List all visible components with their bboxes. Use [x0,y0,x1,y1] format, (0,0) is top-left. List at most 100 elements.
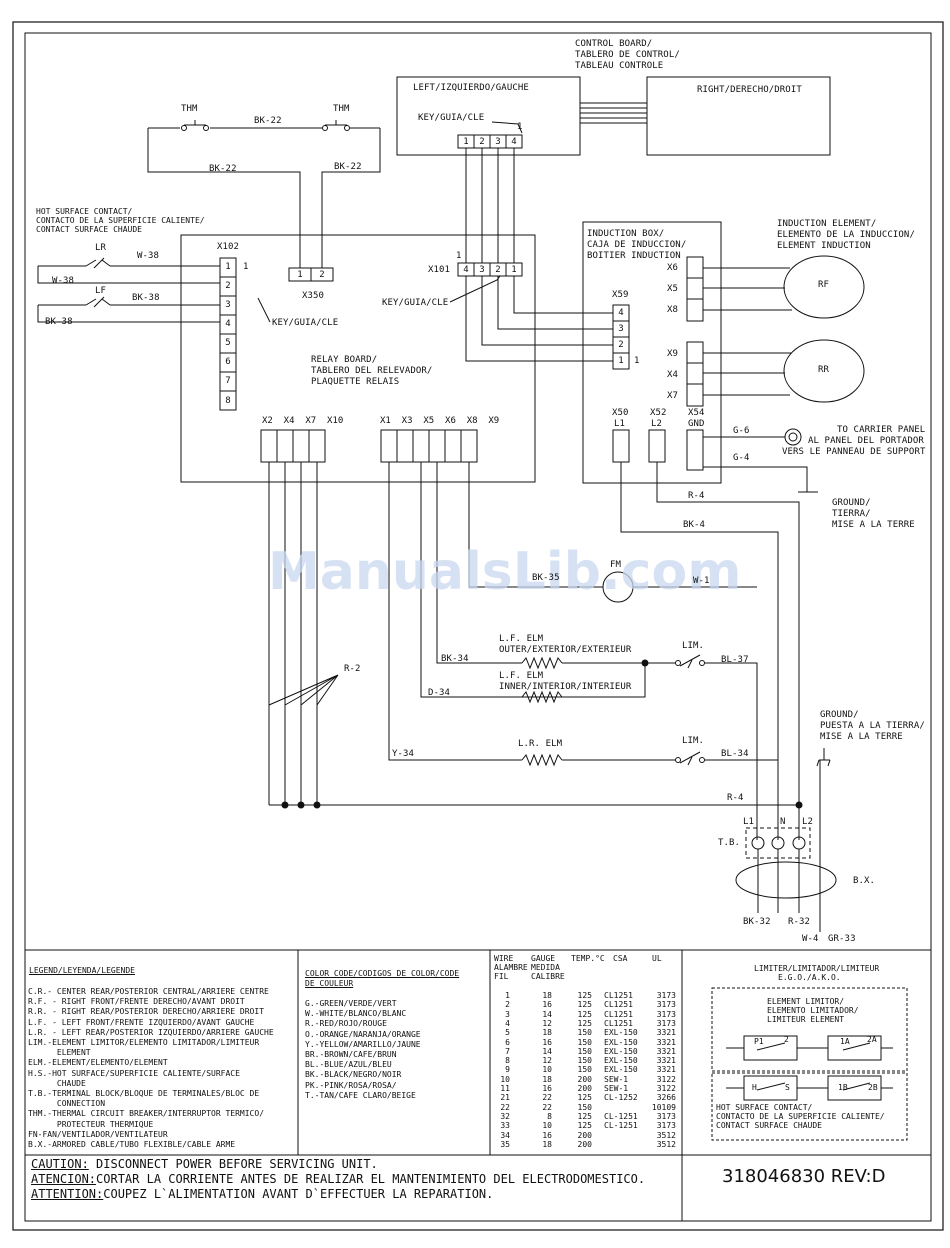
lf-elm-outer-label: L.F. ELM [499,634,544,644]
wire-table-cell: 200 [577,1074,592,1084]
wire-table-cell: 125 [577,1121,592,1131]
outer-border [12,21,944,1231]
wire-table-cell: 3173 [656,1018,676,1028]
wire-table-cell: 16 [542,1084,552,1093]
wire-table-cell: 8 [547,1111,552,1121]
color-code-title-1: COLOR CODE/CODIGOS DE COLOR/CODE [305,969,460,978]
lim-p2: 2 [784,1035,789,1044]
ground1-2: TIERRA/ [832,509,871,519]
wire-table-cell: 34 [500,1130,510,1140]
induction-element-title-2: ELEMENTO DE LA INDUCCION/ [777,230,915,240]
limiter-hot-2: CONTACTO DE LA SUPERFICIE CALIENTE/ [716,1112,885,1121]
wire-table-cell: 200 [577,1139,592,1149]
wire-table-cell: EXL-150 [604,1056,638,1066]
lim-p1: P1 [754,1037,764,1046]
wire-table-cell: 18 [542,1028,552,1038]
legend-item: ELM.-ELEMENT/ELEMENTO/ELEMENT [28,1058,168,1068]
color-code-item: T.-TAN/CAFE CLARO/BEIGE [305,1090,416,1100]
wire-table-cell: 5 [505,1028,510,1038]
limiter-element-2: ELEMENTO LIMITADOR/ [767,1006,859,1015]
inner-border [24,32,932,1222]
wire-table-cell: 125 [577,991,592,1000]
control-board-title-2: TABLERO DE CONTROL/ [575,50,680,60]
induction-element-title-1: INDUCTION ELEMENT/ [777,219,877,229]
wire-r2: R-2 [344,664,361,674]
wire-table-cell: 125 [577,1093,592,1103]
ground1-3: MISE A LA TERRE [832,520,915,530]
wire-w38-top: W-38 [137,251,160,261]
caution-text-en: DISCONNECT POWER BEFORE SERVICING UNIT. [88,1157,378,1171]
wire-table-cell: 3321 [656,1046,676,1056]
legend-title: LEGEND/LEYENDA/LEGENDE [29,966,135,975]
legend-item: C.R.- CENTER REAR/POSTERIOR CENTRAL/ARRI… [28,987,269,996]
wire-table-cell: 1 [505,991,510,1000]
ground1-1: GROUND/ [832,498,871,508]
caution-label-en: CAUTION: [31,1157,89,1171]
induction-element-title-3: ELEMENT INDUCTION [777,241,871,251]
wire-table-cell: 3512 [656,1130,676,1140]
x50-l1: L1 [614,419,626,429]
wire-table-cell: 125 [577,1018,592,1028]
color-code-item: Y.-YELLOW/AMARILLO/JAUNE [305,1039,421,1049]
caution-line-en: CAUTION: DISCONNECT POWER BEFORE SERVICI… [31,1157,378,1171]
relay-board [180,234,536,483]
wire-table-cell: 3321 [656,1056,676,1066]
wire-w38-bottom: W-38 [52,276,75,286]
fan-label: FM [610,560,622,570]
legend-item: T.B.-TERMINAL BLOCK/BLOQUE DE TERMINALES… [28,1089,260,1098]
wire-bl34: BL-34 [721,749,749,759]
color-code-item: BL.-BLUE/AZUL/BLEU [305,1060,392,1070]
wire-table-cell: 18 [542,1074,552,1084]
induction-box [582,221,722,484]
x102-pin-2: 2 [225,281,231,291]
hot-surface-2: CONTACTO DE LA SUPERFICIE CALIENTE/ [36,216,205,225]
x59-pin-one: 1 [634,356,640,366]
control-board-pin-one: 1 [517,122,523,132]
caution-text-fr: COUPEZ L`ALIMENTATION AVANT D`EFFECTUER … [103,1187,494,1201]
bk22-right: BK-22 [334,162,362,172]
ground2-3: MISE A LA TERRE [820,732,903,742]
wire-table-cell: EXL-150 [604,1028,638,1038]
wire-table-cell: 35 [500,1139,510,1149]
relay-right-connector-labels: X1 X3 X5 X6 X8 X9 [380,416,500,426]
legend-item: B.X.-ARMORED CABLE/TUBO FLEXIBLE/CABLE A… [28,1140,236,1149]
lr-elm-label: L.R. ELM [518,739,563,749]
x102-label: X102 [217,242,240,252]
limiter-hot-3: CONTACT SURFACE CHAUDE [716,1121,822,1130]
wire-table-cell: 22 [542,1102,552,1112]
part-number: 318046830 REV:D [722,1166,886,1187]
caution-line-fr: ATTENTION:COUPEZ L`ALIMENTATION AVANT D`… [31,1187,493,1201]
wire-bk38-bottom: BK-38 [45,317,73,327]
legend-item: LIM.-ELEMENT LIMITOR/ELEMENTO LIMITADOR/… [28,1038,260,1047]
ib-x4: X4 [667,370,679,380]
wt-wire-h3: FIL [494,972,509,981]
carrier-3: VERS LE PANNEAU DE SUPPORT [782,447,926,457]
x59-pin-4: 4 [618,308,624,318]
wire-table-cell: 150 [577,1065,592,1075]
wire-r4-bottom: R-4 [727,793,744,803]
wire-table-cell: 12 [542,1018,552,1028]
wire-g4: G-4 [733,453,750,463]
induction-box-title-3: BOITIER INDUCTION [587,251,681,261]
x102-pin-one: 1 [243,262,249,272]
wire-table-cell: 16 [542,1037,552,1047]
color-code-item: PK.-PINK/ROSA/ROSA/ [305,1080,397,1090]
lim-2: LIM. [682,736,705,746]
wire-table-cell: 18 [542,991,552,1000]
color-code-item: R.-RED/ROJO/ROUGE [305,1019,387,1029]
wire-d34: D-34 [428,688,451,698]
control-board-title-1: CONTROL BOARD/ [575,39,653,49]
wire-w4: W-4 [802,934,819,944]
wire-table-cell: 3321 [656,1037,676,1047]
ib-x9: X9 [667,349,679,359]
legend-item: CHAUDE [28,1078,86,1088]
wire-table-cell: 3173 [656,1121,676,1131]
x102-pin-3: 3 [225,300,231,310]
wire-table-cell: 3266 [656,1093,676,1103]
x59-pin-3: 3 [618,324,624,334]
wire-table-cell: 150 [577,1056,592,1066]
legend-item: THM.-THERMAL CIRCUIT BREAKER/INTERRUPTOR… [28,1109,265,1119]
lf-inner: INNER/INTERIOR/INTERIEUR [499,682,632,692]
wire-table-cell: EXL-150 [604,1037,638,1047]
wire-table-cell: 22 [500,1102,510,1112]
